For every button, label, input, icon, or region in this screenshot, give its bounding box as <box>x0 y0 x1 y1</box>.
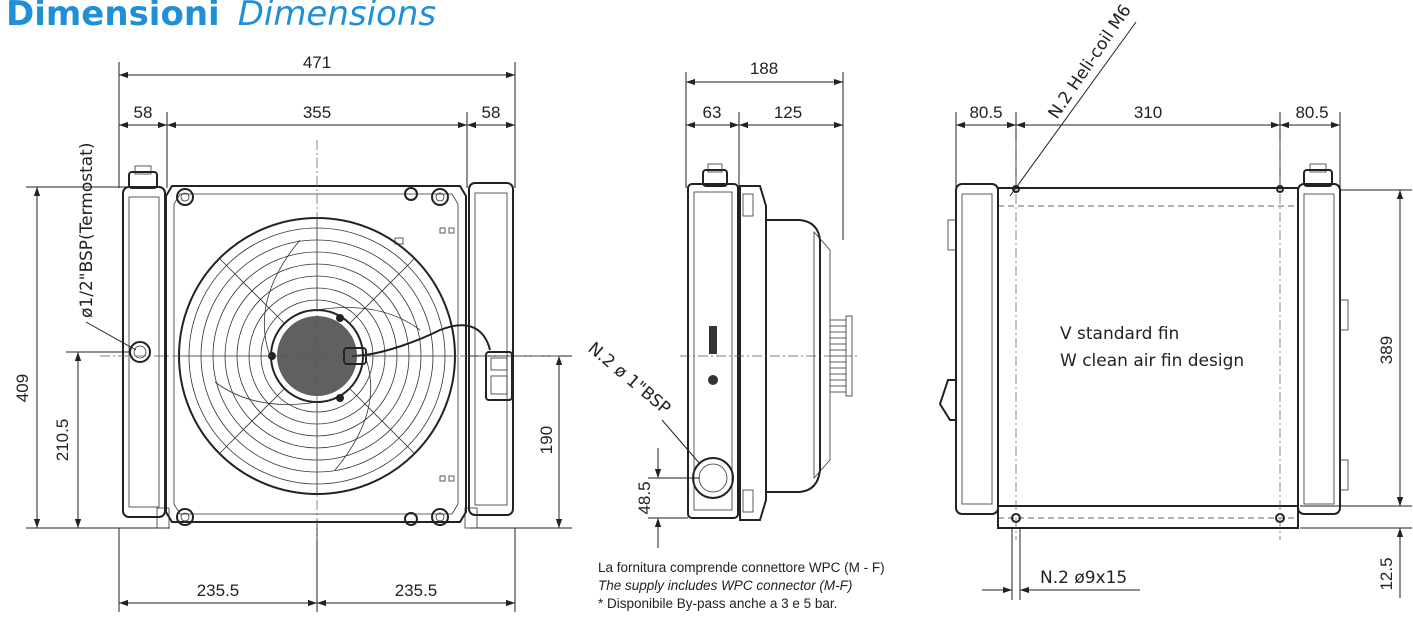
page-title: Dimensioni Dimensions <box>6 0 436 34</box>
dim-margin-left: 80.5 <box>969 103 1002 122</box>
dim-port-height: 48.5 <box>635 481 654 514</box>
dim-side-left: 58 <box>134 103 153 122</box>
fin-standard-label: V standard fin <box>1060 324 1179 344</box>
rear-view: 80.5 310 80.5 N.2 Heli-coil M6 V standar… <box>938 1 1412 600</box>
heli-coil-label: N.2 Heli-coil M6 <box>1045 1 1136 123</box>
dim-bottom-left: 235.5 <box>197 581 240 600</box>
title-english: Dimensions <box>237 0 437 34</box>
note-english: The supply includes WPC connector (M-F) <box>598 578 853 593</box>
core-body-side <box>687 183 739 519</box>
dim-hole-spacing: 310 <box>1134 103 1162 122</box>
corner-mount-holes <box>176 187 449 526</box>
dim-center: 355 <box>303 103 331 122</box>
rear-right-tank <box>1297 183 1341 515</box>
dim-rear-height: 389 <box>1377 336 1396 364</box>
dim-connector-height: 190 <box>537 426 556 454</box>
front-view: 471 58 355 58 409 210.5 ø1/2"BSP(Termost… <box>13 53 572 612</box>
fan-shroud <box>165 185 467 523</box>
dim-overall-width: 471 <box>303 53 331 72</box>
dim-thermostat-height: 210.5 <box>53 419 72 462</box>
shroud-side <box>739 185 767 521</box>
dim-margin-right: 80.5 <box>1295 103 1328 122</box>
filler-cap <box>128 171 158 189</box>
wpc-connector <box>485 351 513 401</box>
port-label: N.2 ø 1"BSP <box>584 339 674 419</box>
title-italian: Dimensioni <box>6 0 220 34</box>
mounting-rail <box>997 505 1299 529</box>
thermostat-port <box>129 341 151 363</box>
fin-clean-label: W clean air fin design <box>1060 351 1244 371</box>
right-tank <box>468 182 514 516</box>
side-view: 188 63 125 <box>584 59 860 548</box>
dim-depth-fan: 125 <box>774 103 802 122</box>
rear-core <box>997 187 1299 507</box>
note-bypass: * Disponibile By-pass anche a 3 e 5 bar. <box>598 596 838 611</box>
dim-depth-core: 63 <box>703 103 722 122</box>
dim-bottom-offset: 12.5 <box>1377 557 1396 590</box>
connector-cable <box>351 324 491 357</box>
motor-housing-side <box>765 219 821 493</box>
dim-overall-depth: 188 <box>750 59 778 78</box>
thermostat-label: ø1/2"BSP(Termostat) <box>77 143 97 318</box>
note-italian: La fornitura comprende connettore WPC (M… <box>598 560 885 575</box>
mount-hole-label: N.2 ø9x15 <box>1040 568 1127 588</box>
dim-height: 409 <box>13 374 32 402</box>
dim-side-right: 58 <box>482 103 501 122</box>
dim-bottom-right: 235.5 <box>395 581 438 600</box>
